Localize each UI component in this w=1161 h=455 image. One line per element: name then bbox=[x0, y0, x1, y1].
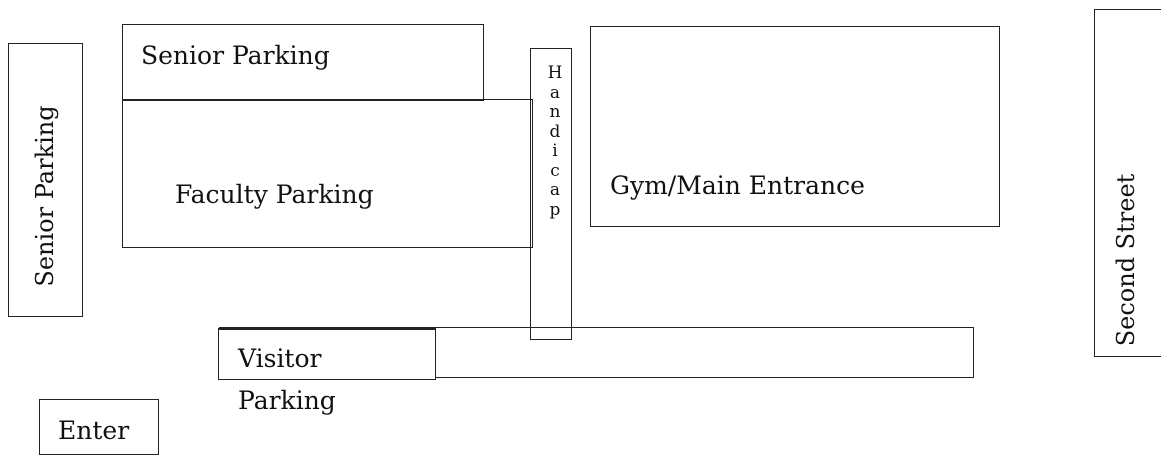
second-street-label: Second Street bbox=[1112, 173, 1140, 347]
visitor-parking-lot bbox=[218, 328, 436, 380]
second-street bbox=[1094, 9, 1161, 357]
handicap-parking-strip bbox=[530, 48, 572, 340]
senior-parking-top-lot bbox=[122, 24, 484, 101]
faculty-parking-label: Faculty Parking bbox=[175, 180, 374, 209]
handicap-letter: H bbox=[547, 63, 563, 83]
handicap-letter: d bbox=[549, 121, 561, 142]
enter-label: Enter bbox=[58, 416, 130, 445]
senior-parking-left-label: Senior Parking bbox=[31, 105, 59, 287]
faculty-parking-lot bbox=[122, 99, 533, 248]
handicap-letter: n bbox=[549, 102, 561, 122]
handicap-letter: i bbox=[552, 141, 558, 161]
visitor-parking-label-line1: Visitor bbox=[238, 344, 322, 373]
handicap-letter: a bbox=[549, 180, 561, 200]
senior-parking-top-label: Senior Parking bbox=[141, 41, 330, 70]
gym-main-entrance-building bbox=[590, 26, 1000, 227]
handicap-letter: c bbox=[550, 160, 560, 181]
gym-main-entrance-label: Gym/Main Entrance bbox=[610, 171, 865, 200]
handicap-letter: a bbox=[549, 82, 561, 103]
senior-parking-left-lot bbox=[8, 43, 83, 317]
visitor-parking-label-line2: Parking bbox=[238, 386, 336, 415]
handicap-letter: p bbox=[549, 199, 561, 220]
